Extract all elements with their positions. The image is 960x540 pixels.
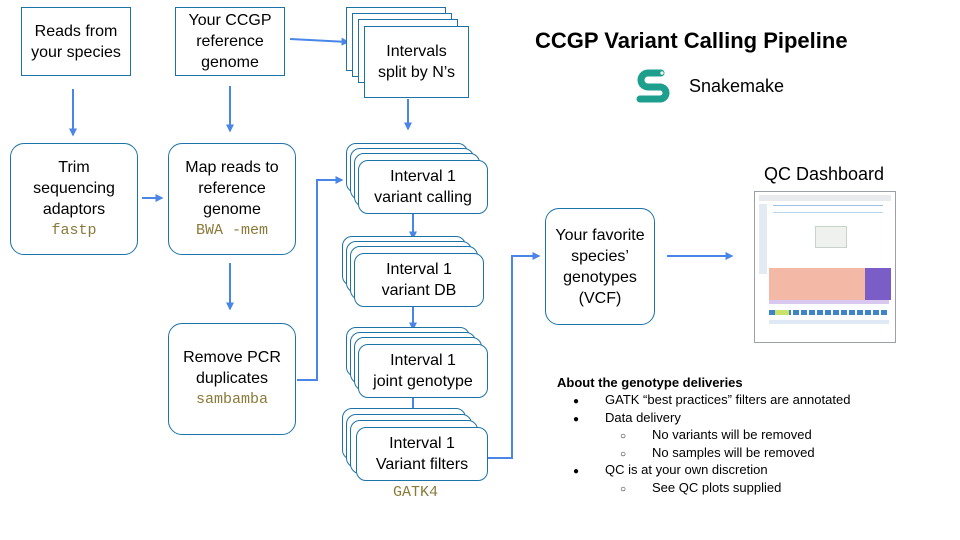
tool-sambamba: sambamba (195, 391, 268, 408)
vcf-line: species’ (571, 247, 629, 265)
tool-bwa: BWA -mem (195, 221, 268, 239)
input-reads-line: Reads from (34, 22, 118, 40)
db-line: Interval 1 (386, 261, 452, 278)
arrow-reference-to-intervals (289, 37, 350, 46)
step-map-box: Map reads to reference genome BWA -mem (168, 143, 296, 255)
step-dedup-box: Remove PCR duplicates sambamba (168, 323, 296, 435)
calling-box: Interval 1 variant calling (358, 160, 488, 214)
step-trim-line: sequencing (33, 179, 115, 197)
tool-gatk4: GATK4 (393, 484, 439, 501)
snakemake-logo-icon (636, 69, 670, 103)
qc-dashboard-screenshot (754, 191, 896, 343)
joint-line: Interval 1 (390, 352, 456, 369)
input-reference-line: genome (201, 54, 259, 71)
db-box: Interval 1 variant DB (354, 253, 484, 307)
arrow-dedup-to-calling (297, 176, 344, 381)
filters-line: Interval 1 (389, 435, 455, 452)
tool-fastp: fastp (51, 221, 97, 239)
vcf-line: Your favorite (555, 226, 645, 244)
step-map-line: reference (198, 179, 266, 197)
step-dedup-line: duplicates (195, 370, 269, 387)
calling-line: Interval 1 (390, 168, 456, 185)
input-reads-line: your species (31, 43, 121, 61)
snakemake-label: Snakemake (689, 76, 785, 96)
vcf-line: genotypes (563, 268, 637, 286)
intervals-line: Intervals (386, 43, 447, 60)
step-map-line: genome (203, 200, 261, 218)
page-title: CCGP Variant Calling Pipeline (535, 28, 848, 53)
step-dedup-line: Remove PCR (183, 349, 281, 366)
step-trim-line: adaptors (42, 200, 106, 218)
input-reference-line: reference (196, 33, 264, 50)
input-reads-box: Reads from your species (21, 7, 131, 76)
intervals-line: split by N’s (377, 64, 456, 81)
db-line: variant DB (381, 282, 457, 299)
vcf-output-box: Your favorite species’ genotypes (VCF) (545, 208, 655, 325)
intervals-box: Intervals split by N’s (364, 26, 469, 98)
qc-dashboard-title: QC Dashboard (764, 164, 885, 184)
filters-line: Variant filters (375, 456, 469, 473)
vcf-line: (VCF) (578, 289, 622, 307)
joint-box: Interval 1 joint genotype (358, 344, 488, 398)
step-map-line: Map reads to (185, 158, 279, 176)
input-reference-line: Your CCGP (188, 12, 272, 29)
filters-box: Interval 1 Variant filters (356, 427, 488, 481)
step-trim-line: Trim (58, 158, 90, 176)
joint-line: joint genotype (373, 373, 473, 390)
arrow-filters-to-vcf (488, 252, 541, 459)
calling-line: variant calling (374, 189, 472, 206)
step-trim-box: Trim sequencing adaptors fastp (10, 143, 138, 255)
input-reference-box: Your CCGP reference genome (175, 7, 285, 76)
